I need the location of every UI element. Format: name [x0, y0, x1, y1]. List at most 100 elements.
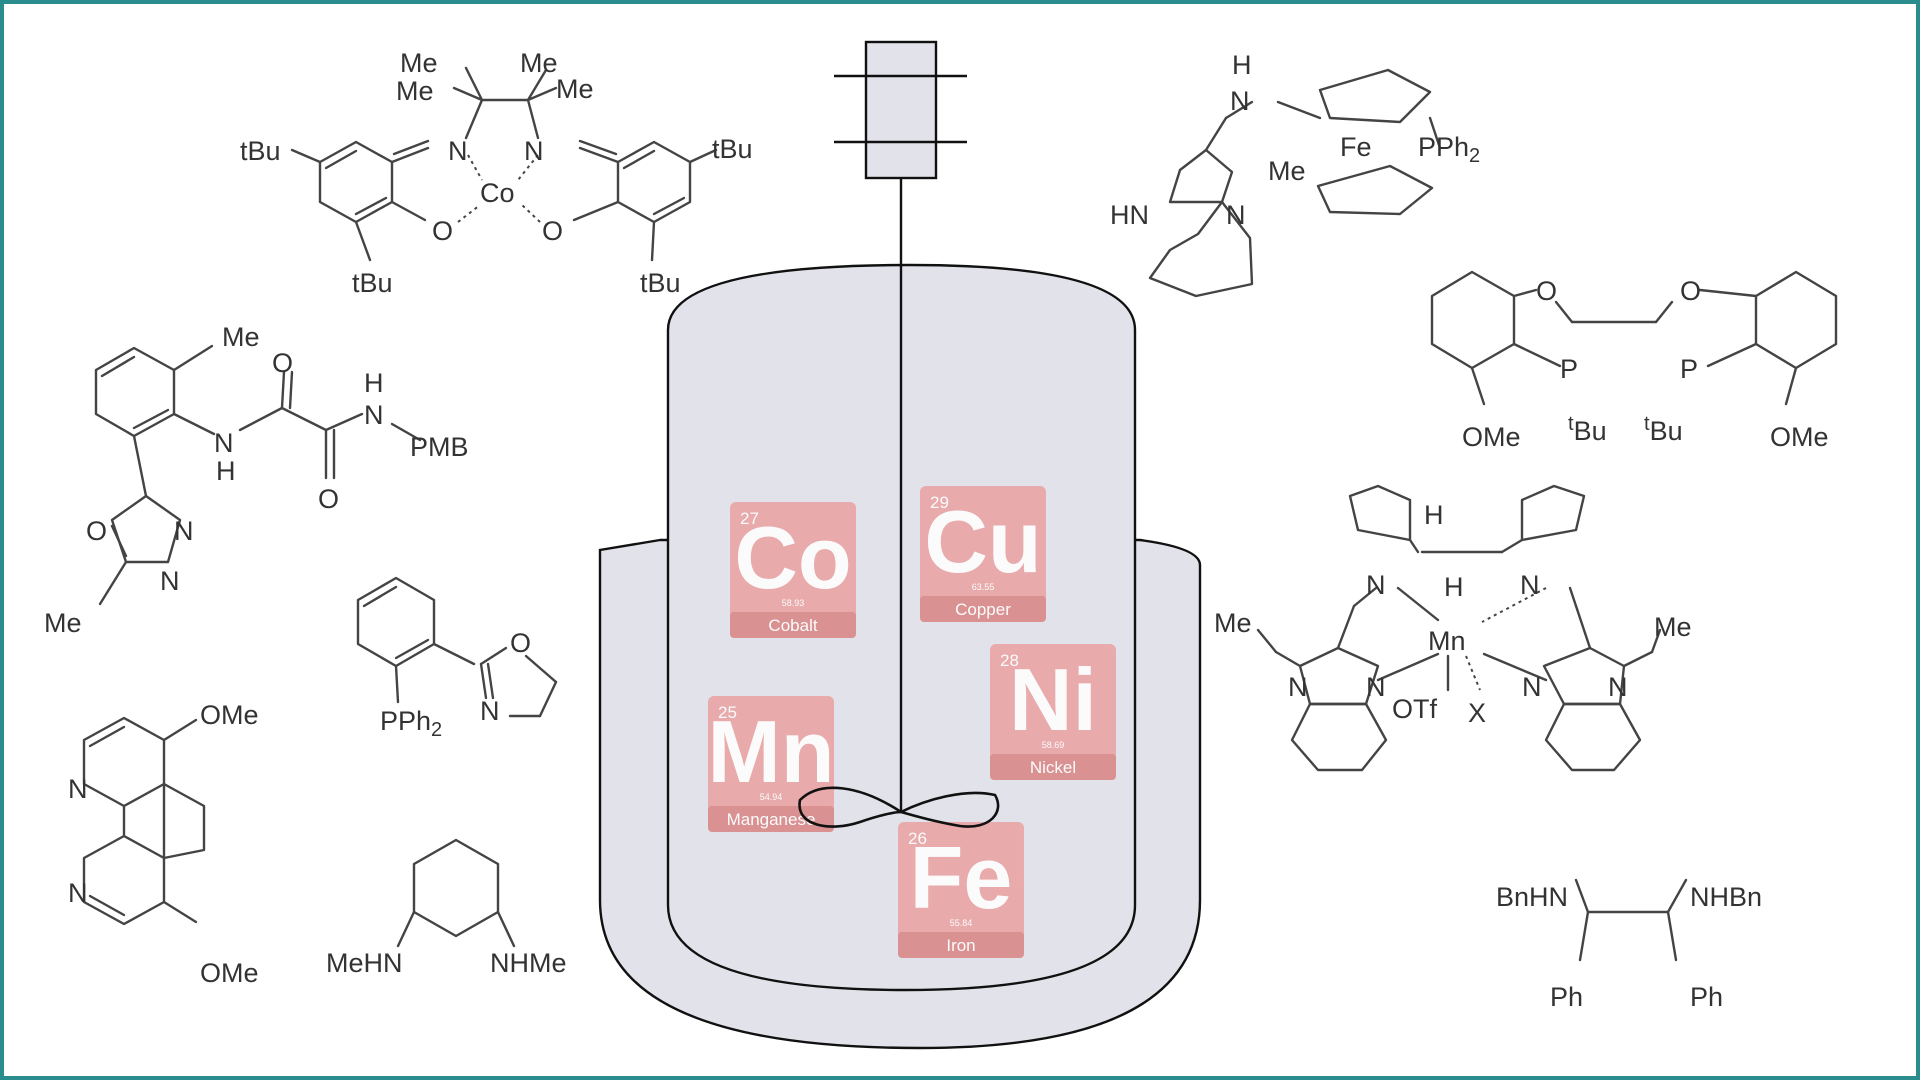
- element-mass: 54.94: [760, 792, 783, 802]
- element-name: Nickel: [1030, 758, 1076, 777]
- bibop-tbu-2-text: Bu: [1650, 416, 1683, 446]
- fc-n: N: [1230, 86, 1250, 116]
- element-symbol: Fe: [910, 828, 1013, 927]
- phox-sub: 2: [431, 719, 442, 741]
- oxamide-o-2: O: [318, 484, 339, 514]
- element-symbol: Co: [734, 508, 851, 607]
- phox-n: N: [480, 696, 500, 726]
- mn-n-6: N: [1608, 672, 1628, 702]
- oxamide-nh1-n: N: [214, 428, 234, 458]
- element-tile-bg: [990, 644, 1116, 780]
- fc-fe: Fe: [1340, 132, 1372, 162]
- bibop-tbu-1-text: Bu: [1574, 416, 1607, 446]
- bibop-tbu-1-sup: t: [1568, 413, 1574, 435]
- manganese-complex: H H N N Mn Me Me N N N N OTf X: [1214, 484, 1692, 772]
- mn-n-4: N: [1366, 672, 1386, 702]
- salen-n-2: N: [524, 136, 544, 166]
- oxamide-ring-me: Me: [44, 608, 82, 638]
- fc-n-2: N: [1226, 200, 1246, 230]
- fc-pph2: PPh2: [1418, 132, 1480, 167]
- mn-n-3: N: [1288, 672, 1308, 702]
- salen-me-2: Me: [396, 76, 434, 106]
- salen-tbu-2: tBu: [352, 268, 393, 298]
- phox-ligand: O N PPh2: [356, 576, 558, 741]
- salen-tbu-3: tBu: [712, 134, 753, 164]
- oxamide-ring-n-1: N: [174, 516, 194, 546]
- oxamide-nh1-h: H: [216, 456, 236, 486]
- salen-o-1: O: [432, 216, 453, 246]
- mn-metal: Mn: [1428, 626, 1466, 656]
- bibop-tbu-2: tBu: [1644, 413, 1683, 446]
- phox-o: O: [510, 628, 531, 658]
- salen-cobalt-complex: Me Me Me Me N N Co O O tBu tBu tBu tBu: [240, 48, 753, 298]
- mn-n-5: N: [1522, 672, 1542, 702]
- bibop-tbu-2-sup: t: [1644, 413, 1650, 435]
- diamine-mehn: MeHN: [326, 948, 403, 978]
- fc-sub: 2: [1469, 145, 1480, 167]
- dpen-nhbn: NHBn: [1690, 882, 1762, 912]
- bibop-p-1: P: [1560, 354, 1578, 384]
- element-tile-band: [990, 754, 1116, 780]
- element-number: 28: [1000, 651, 1019, 670]
- oxamide-ring-n-2: N: [160, 566, 180, 596]
- salen-me-3: Me: [520, 48, 558, 78]
- element-number: 29: [930, 493, 949, 512]
- salen-n-1: N: [448, 136, 468, 166]
- element-tile-bg: [730, 502, 856, 638]
- oxamide-ligand: Me O O N H H N PMB O N N Me: [44, 322, 469, 638]
- oxamide-ring-o: O: [86, 516, 107, 546]
- bibop-tbu-1: tBu: [1568, 413, 1607, 446]
- oxamide-me: Me: [222, 322, 260, 352]
- mn-otf: OTf: [1392, 694, 1437, 724]
- salen-me-1: Me: [400, 48, 438, 78]
- bibop-o-1: O: [1536, 276, 1557, 306]
- salen-me-4: Me: [556, 74, 594, 104]
- dpen-bnhn: BnHN: [1496, 882, 1568, 912]
- oxamide-pmb: PMB: [410, 432, 469, 462]
- dpen-ph-2: Ph: [1690, 982, 1723, 1012]
- element-tile-band: [920, 596, 1046, 622]
- phen-n-2: N: [68, 878, 88, 908]
- element-number: 26: [908, 829, 927, 848]
- element-name: Iron: [946, 936, 975, 955]
- element-symbol: Cu: [924, 492, 1041, 591]
- mn-x: X: [1468, 698, 1486, 728]
- element-name: Cobalt: [768, 616, 817, 635]
- ferrocenyl-ligand: H N Fe Me PPh2 HN N: [1110, 50, 1480, 298]
- mn-n-1: N: [1366, 570, 1386, 600]
- element-mass: 63.55: [972, 582, 995, 592]
- bibop-ome-2: OMe: [1770, 422, 1829, 452]
- phenanthroline-ligand: OMe OMe N N: [68, 700, 259, 988]
- element-tiles: 27Co58.93Cobalt29Cu63.55Copper28Ni58.69N…: [707, 486, 1116, 958]
- fc-hn: HN: [1110, 200, 1149, 230]
- dpen-ligand: BnHN NHBn Ph Ph: [1496, 878, 1762, 1012]
- element-tile-band: [730, 612, 856, 638]
- diamine-nhme: NHMe: [490, 948, 567, 978]
- mn-me-2: Me: [1654, 612, 1692, 642]
- bibop-p-2: P: [1680, 354, 1698, 384]
- phox-pph2: PPh2: [380, 706, 442, 741]
- element-tile-band: [898, 932, 1024, 958]
- element-number: 27: [740, 509, 759, 528]
- cyclohexanediamine-ligand: MeHN NHMe: [326, 838, 567, 978]
- element-tile-bg: [898, 822, 1024, 958]
- salen-co: Co: [480, 178, 515, 208]
- stirrer-motor: [864, 40, 938, 180]
- bibop-o-2: O: [1680, 276, 1701, 306]
- salen-o-2: O: [542, 216, 563, 246]
- fc-me: Me: [1268, 156, 1306, 186]
- mn-h-1: H: [1424, 500, 1444, 530]
- element-mass: 58.69: [1042, 740, 1065, 750]
- phen-ome-1: OMe: [200, 700, 259, 730]
- fc-pph: PPh: [1418, 132, 1469, 162]
- element-symbol: Ni: [1009, 650, 1097, 749]
- phen-n-1: N: [68, 774, 88, 804]
- fc-h: H: [1232, 50, 1252, 80]
